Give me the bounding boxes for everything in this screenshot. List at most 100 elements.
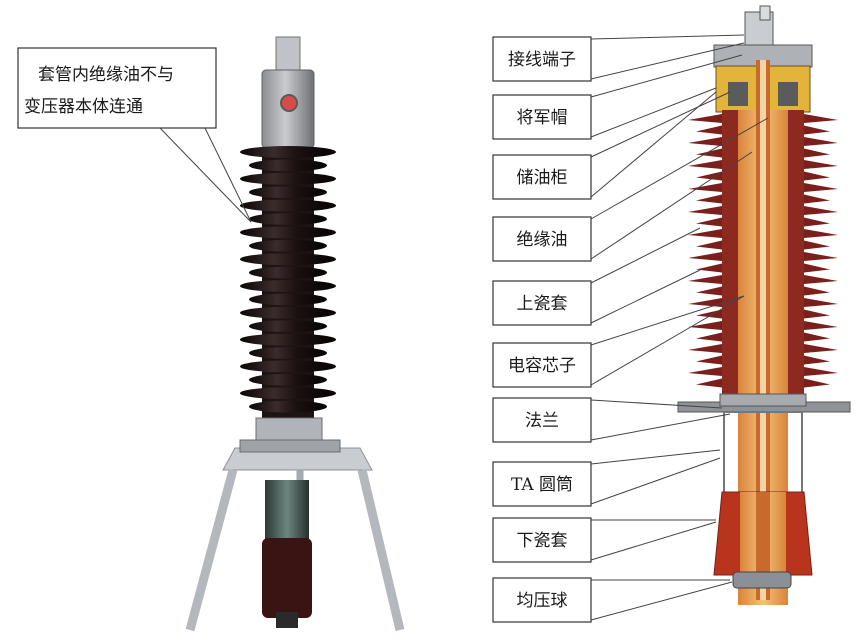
shed-left xyxy=(688,183,722,192)
shed-left xyxy=(688,160,722,169)
label-text: 上瓷套 xyxy=(517,294,568,314)
shed xyxy=(240,280,336,292)
label-text: 下瓷套 xyxy=(517,531,568,551)
shed xyxy=(240,387,336,400)
shed-right xyxy=(804,194,830,204)
grading-ball xyxy=(732,571,792,589)
label-box: 法兰 xyxy=(492,397,731,443)
label-box: 下瓷套 xyxy=(492,517,717,563)
shed-left xyxy=(696,125,722,135)
shed xyxy=(249,320,327,333)
shed-right xyxy=(804,275,838,284)
shed-right xyxy=(804,344,838,353)
shed xyxy=(240,226,336,239)
shed-right xyxy=(804,137,838,146)
shed-right xyxy=(804,321,838,330)
shed-right xyxy=(804,160,838,169)
shed-left xyxy=(688,137,722,146)
shed-right xyxy=(804,298,838,307)
label-box: 上瓷套 xyxy=(492,227,701,326)
label-text: 将军帽 xyxy=(517,108,568,128)
shed xyxy=(249,186,327,199)
label-box: 绝缘油 xyxy=(492,117,769,262)
shed-left xyxy=(688,367,722,376)
shed-left xyxy=(696,332,722,342)
shed-left xyxy=(696,240,722,250)
shed-right xyxy=(804,378,830,388)
shed xyxy=(240,360,336,373)
shed-left xyxy=(688,114,722,123)
label-box: 电容芯子 xyxy=(492,295,745,388)
shed-left xyxy=(688,298,722,307)
shed xyxy=(249,293,327,306)
label-text: 绝缘油 xyxy=(517,230,568,250)
callout-line-1: 套管内绝缘油不与 xyxy=(38,65,174,85)
shed-right xyxy=(804,171,830,181)
shed-right xyxy=(804,367,838,376)
label-box: 均压球 xyxy=(492,577,733,623)
shed xyxy=(240,199,336,212)
shed-left xyxy=(696,263,722,273)
shed xyxy=(249,347,327,359)
shed-left xyxy=(688,206,722,215)
label-text: 均压球 xyxy=(517,591,568,611)
shed-left xyxy=(688,321,722,330)
shed-left xyxy=(688,252,722,261)
shed-left xyxy=(688,229,722,238)
lower-porcelain xyxy=(265,480,309,540)
shed-left xyxy=(696,309,722,319)
shed xyxy=(249,400,327,413)
callout-line-2: 变压器本体连通 xyxy=(24,97,143,117)
shed-right xyxy=(804,263,830,273)
shed-right xyxy=(804,252,838,261)
shed-right xyxy=(804,206,838,215)
shed-right xyxy=(804,217,830,227)
upper-porcelain-sheds xyxy=(240,146,336,420)
left-photo: 套管内绝缘油不与 变压器本体连通 xyxy=(17,36,405,632)
shed xyxy=(249,159,327,172)
shed xyxy=(249,373,327,386)
shed-left xyxy=(688,344,722,353)
lower-shield xyxy=(262,538,312,618)
label-box: TA 圆筒 xyxy=(492,449,721,507)
shed-right xyxy=(804,148,830,158)
shed-right xyxy=(804,332,830,342)
shed-right xyxy=(804,114,838,123)
callout: 套管内绝缘油不与 变压器本体连通 xyxy=(17,47,252,223)
shed-left xyxy=(696,148,722,158)
shed-left xyxy=(696,286,722,296)
shed-left xyxy=(696,217,722,227)
shed xyxy=(240,333,336,346)
shed-left xyxy=(688,275,722,284)
right-diagram xyxy=(677,5,851,605)
shed xyxy=(249,266,327,279)
shed-right xyxy=(804,355,830,365)
shed xyxy=(240,172,336,185)
shed xyxy=(240,253,336,266)
label-box: 接线端子 xyxy=(492,34,745,82)
label-text: 储油柜 xyxy=(517,168,568,188)
shed-left xyxy=(696,378,722,388)
shed-right xyxy=(804,286,830,296)
label-text: TA 圆筒 xyxy=(511,475,573,495)
shed xyxy=(240,306,336,319)
shed-right xyxy=(804,240,830,250)
label-text: 接线端子 xyxy=(508,50,576,70)
oil-gauge xyxy=(280,94,298,112)
shed-right xyxy=(804,229,838,238)
shed-left xyxy=(696,194,722,204)
label-box: 将军帽 xyxy=(492,54,743,140)
shed-right xyxy=(804,309,830,319)
flange-plate xyxy=(239,439,341,453)
shed-right xyxy=(804,183,838,192)
shed xyxy=(240,146,336,158)
label-text: 法兰 xyxy=(525,411,559,431)
label-text: 电容芯子 xyxy=(508,356,576,376)
shed-left xyxy=(696,355,722,365)
terminal-stud xyxy=(275,36,301,72)
shed xyxy=(249,213,327,225)
shed-right xyxy=(804,125,830,135)
shed-left xyxy=(696,171,722,181)
